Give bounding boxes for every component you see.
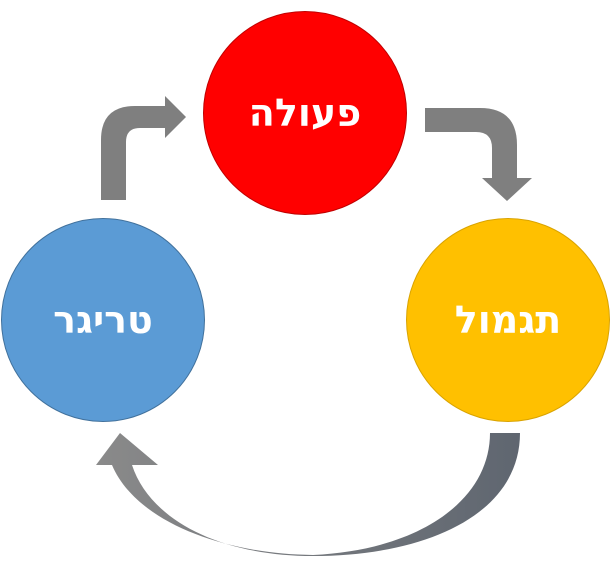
arrow-reward-to-trigger [96, 433, 520, 556]
node-reward: תגמול [406, 218, 610, 422]
node-trigger-label: טריגר [53, 298, 153, 342]
node-trigger: טריגר [1, 218, 205, 422]
node-action-label: פעולה [248, 91, 362, 135]
arrow-trigger-to-action [101, 96, 186, 200]
arrow-action-to-reward [425, 108, 532, 201]
node-reward-label: תגמול [454, 298, 562, 342]
node-action: פעולה [203, 11, 407, 215]
